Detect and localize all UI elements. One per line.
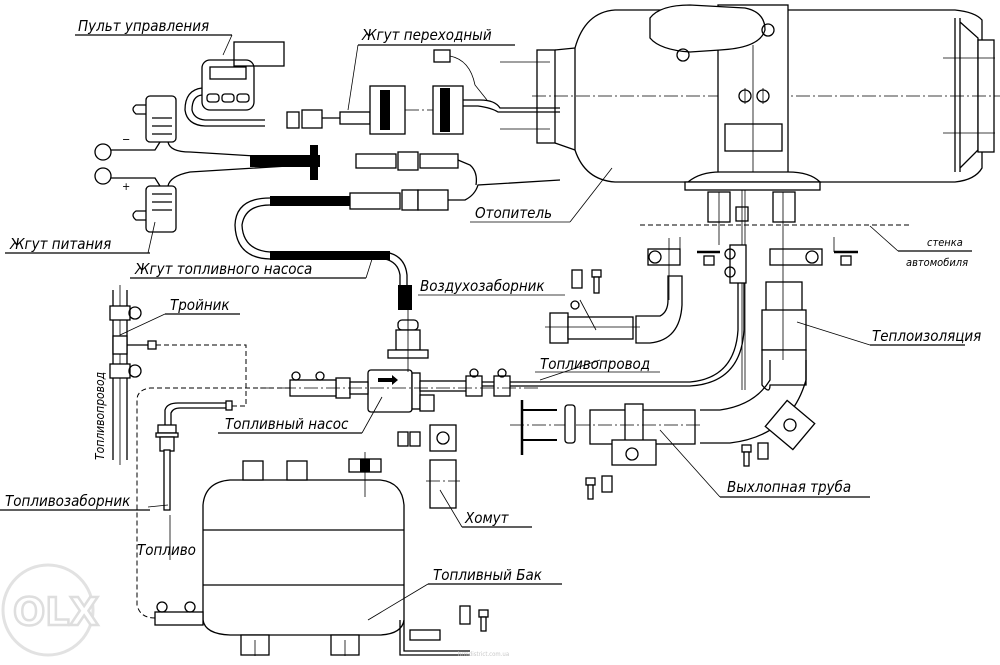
fuel-line: Топливопровод — [480, 283, 745, 387]
label-fuel-pump: Топливный насос — [225, 415, 349, 433]
label-clamp: Хомут — [464, 509, 510, 527]
power-harness: − + Жгут питания — [5, 95, 321, 254]
label-fuel-intake: Топливозаборник — [5, 492, 131, 510]
label-air-intake: Воздухозаборник — [420, 277, 545, 295]
label-fuel-line: Топливопровод — [540, 355, 650, 373]
fuel-intake: Топливозаборник Топливо — [0, 400, 233, 560]
fuel-routing-dashed — [136, 344, 290, 619]
terminal-positive: + — [122, 180, 130, 193]
control-panel: Пульт управления — [75, 17, 323, 129]
label-fuel-line-vertical: Топливопровод — [93, 372, 107, 460]
label-thermal-insulation: Теплоизоляция — [872, 327, 981, 345]
label-exhaust-pipe: Выхлопная труба — [727, 478, 851, 496]
olx-watermark: OLX — [1, 563, 100, 657]
watermark-text: OLX — [13, 590, 99, 634]
exhaust-pipe: Выхлопная труба — [510, 360, 870, 498]
terminal-negative: − — [122, 133, 130, 146]
tee-fitting: Тройник Топливопровод — [93, 285, 240, 465]
label-adapter-harness: Жгут переходный — [361, 26, 492, 44]
thermal-insulation: Теплоизоляция — [761, 245, 981, 391]
footer-credit: hrmdistrict.com.ua — [458, 651, 509, 658]
label-vehicle-wall-1: стенка — [927, 236, 963, 249]
label-power-harness: Жгут питания — [9, 235, 111, 253]
label-heater: Отопитель — [475, 204, 552, 222]
label-fuel-tank: Топливный Бак — [433, 566, 543, 584]
label-tee: Тройник — [170, 296, 230, 314]
label-fuel: Топливо — [137, 541, 196, 559]
adapter-harness: Жгут переходный — [322, 26, 560, 135]
bolts — [397, 269, 769, 632]
heater-callout: Отопитель — [470, 167, 613, 223]
vehicle-wall: стенка автомобиля — [640, 224, 972, 269]
fuel-tank: Топливный Бак — [154, 452, 562, 656]
fuel-pump: Топливный насос — [218, 300, 540, 434]
heater — [500, 4, 1000, 390]
clamp: Хомут — [426, 424, 532, 528]
air-intake: Воздухозаборник — [418, 238, 683, 344]
label-vehicle-wall-2: автомобиля — [906, 256, 968, 269]
label-fuel-pump-harness: Жгут топливного насоса — [134, 260, 312, 278]
label-control-panel: Пульт управления — [78, 17, 209, 35]
fuel-pump-harness: Жгут топливного насоса — [130, 145, 561, 310]
